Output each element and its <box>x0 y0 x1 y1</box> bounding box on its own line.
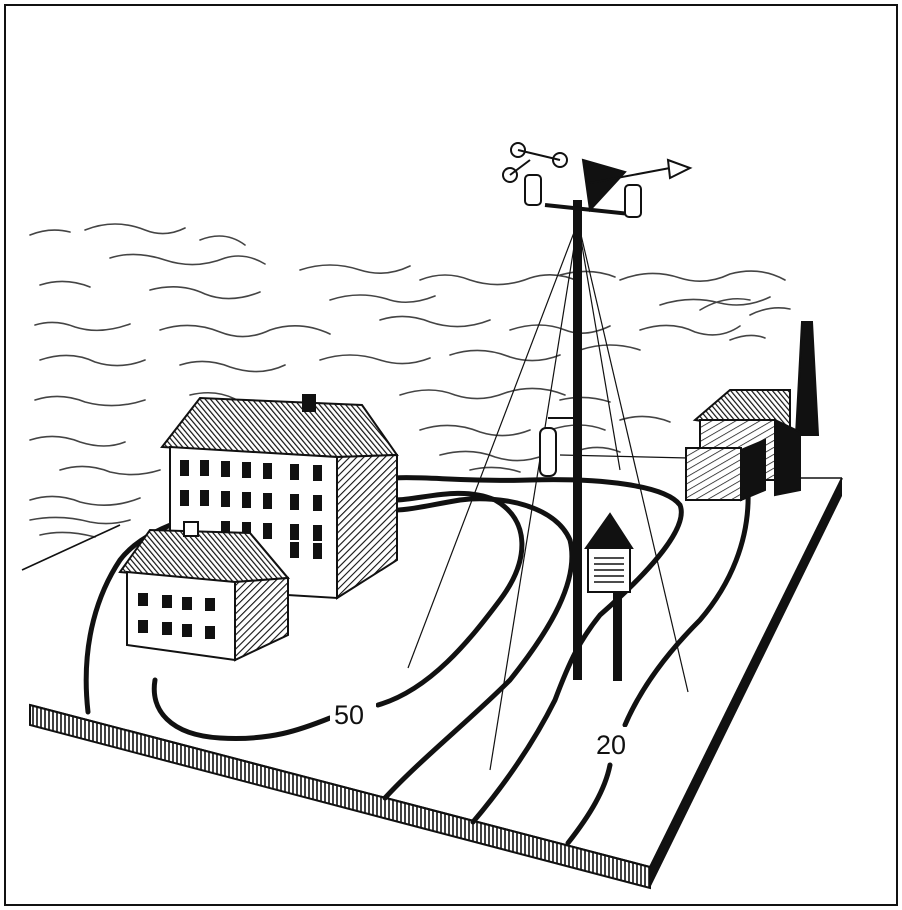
windows-small <box>138 593 215 639</box>
smoke-plume <box>29 223 791 538</box>
isoline-3 <box>392 475 684 825</box>
isoline-2 <box>382 496 575 801</box>
sampler-icon <box>539 417 575 477</box>
isoline-label-20: 20 <box>596 730 626 760</box>
figure-frame <box>4 4 898 906</box>
windows-large <box>180 460 322 559</box>
instrument-shelter <box>584 512 634 681</box>
anemometer-icon <box>502 142 568 206</box>
mast-guy-wires <box>407 221 689 771</box>
weather-mast <box>502 142 693 680</box>
isoline-labels: 50 20 <box>330 698 636 760</box>
mast-pole <box>573 200 582 680</box>
small-house <box>118 521 291 662</box>
factory <box>685 321 820 502</box>
wind-vane-icon <box>581 158 693 218</box>
isoline-20 <box>565 487 751 846</box>
isoline-label-50: 50 <box>334 700 364 730</box>
isoline-50 <box>151 490 525 741</box>
